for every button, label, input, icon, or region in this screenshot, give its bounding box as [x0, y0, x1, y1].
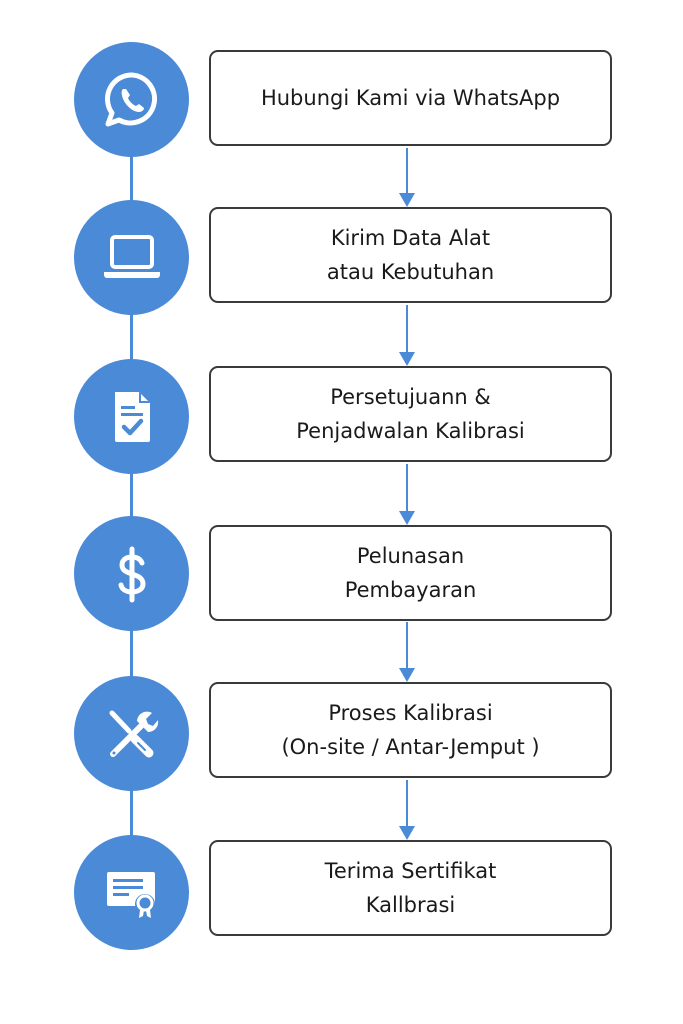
whatsapp-icon [104, 71, 157, 126]
arrow-2-to-3 [399, 305, 415, 366]
step-6-label-line-1: Terima Sertifikat [324, 859, 497, 883]
step-6-box: Terima Sertifikat Kallbrasi [209, 840, 612, 936]
step-4-label-line-2: Pembayaran [344, 578, 477, 602]
step-3-label-line-2: Penjadwalan Kalibrasi [296, 419, 525, 443]
step-3-box: Persetujuann & Penjadwalan Kalibrasi [209, 366, 612, 462]
step-5-icon-circle [74, 676, 189, 791]
step-4-icon-circle [74, 516, 189, 631]
step-6-icon-circle [74, 835, 189, 950]
step-2-icon-circle [74, 200, 189, 315]
step-2-label-line-2: atau Kebutuhan [326, 260, 495, 284]
certificate-icon [106, 871, 155, 918]
step-2-box: Kirim Data Alat atau Kebutuhan [209, 207, 612, 303]
step-3-icon-circle [74, 359, 189, 474]
arrow-1-to-2 [399, 148, 415, 207]
step-1-box: Hubungi Kami via WhatsApp [209, 50, 612, 146]
step-5-box: Proses Kalibrasi (On-site / Antar-Jemput… [209, 682, 612, 778]
step-6-label-line-2: Kallbrasi [365, 893, 456, 917]
step-5-label-line-2: (On-site / Antar-Jemput ) [281, 735, 540, 759]
step-1-label: Hubungi Kami via WhatsApp [260, 86, 561, 110]
arrow-3-to-4 [399, 464, 415, 525]
arrow-5-to-6 [399, 780, 415, 840]
step-2-label-line-1: Kirim Data Alat [330, 226, 491, 250]
step-4-box: Pelunasan Pembayaran [209, 525, 612, 621]
tools-icon [109, 710, 158, 757]
step-3-label-line-1: Persetujuann & [330, 385, 491, 409]
document-check-icon [114, 391, 150, 442]
step-4-label-line-1: Pelunasan [356, 544, 465, 568]
dollar-icon [118, 546, 146, 602]
step-5-label-line-1: Proses Kalibrasi [328, 701, 493, 725]
laptop-icon [103, 234, 160, 278]
arrow-4-to-5 [399, 622, 415, 682]
step-1-icon-circle [74, 42, 189, 157]
timeline-connector [130, 100, 133, 892]
